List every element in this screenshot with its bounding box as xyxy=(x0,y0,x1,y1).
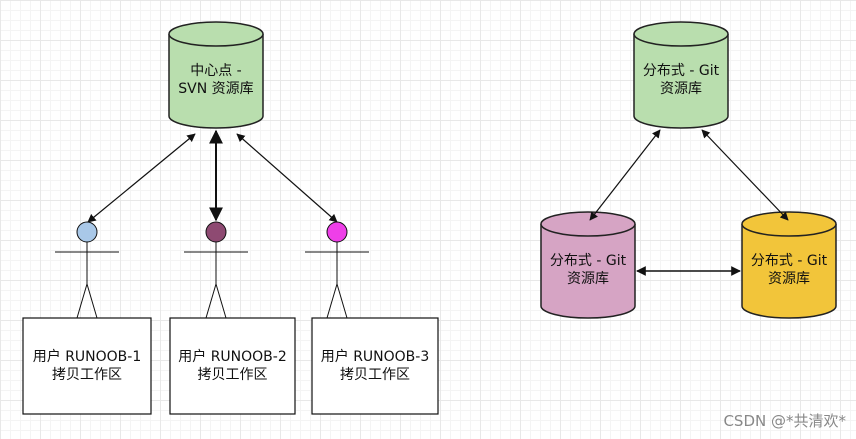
svn-repository-label: 中心点 - SVN 资源库 xyxy=(178,63,254,97)
svn-repository-top xyxy=(168,21,264,47)
svn-repository-body xyxy=(168,34,264,129)
user-figure-3 xyxy=(305,221,369,319)
user-figure-2 xyxy=(184,221,248,319)
csdn-watermark: CSDN @*共清欢* xyxy=(723,412,846,430)
git-repository-left-label: 分布式 - Git 资源库 xyxy=(549,253,627,287)
git-repository-top-label: 分布式 - Git 资源库 xyxy=(642,63,720,97)
arrow-git-top-left xyxy=(589,129,661,221)
user-box-1 xyxy=(22,317,152,415)
user-2-label: 用户 RUNOOB-2 拷贝工作区 xyxy=(178,349,287,383)
git-repository-right-body xyxy=(741,224,837,319)
git-repository-top-cap xyxy=(633,21,729,47)
git-repository-right-cap xyxy=(741,211,837,237)
git-repository-right-label: 分布式 - Git 资源库 xyxy=(750,253,828,287)
git-repository-top-body xyxy=(633,34,729,129)
git-repository-top xyxy=(633,21,729,129)
git-repository-left-body xyxy=(540,224,636,319)
user-box-3 xyxy=(311,317,439,415)
arrow-svn-user3 xyxy=(236,133,338,223)
svn-repository xyxy=(168,21,264,129)
arrow-git-top-right xyxy=(701,129,789,221)
user-2-head xyxy=(205,221,227,243)
user-1-label: 用户 RUNOOB-1 拷贝工作区 xyxy=(32,349,142,383)
user-3-label: 用户 RUNOOB-3 拷贝工作区 xyxy=(320,349,430,383)
git-repository-left-cap xyxy=(540,211,636,237)
user-1-head xyxy=(76,221,98,243)
user-3-head xyxy=(326,221,348,243)
user-box-2 xyxy=(169,317,296,415)
arrow-svn-user1 xyxy=(87,133,196,223)
user-figure-1 xyxy=(55,221,119,319)
